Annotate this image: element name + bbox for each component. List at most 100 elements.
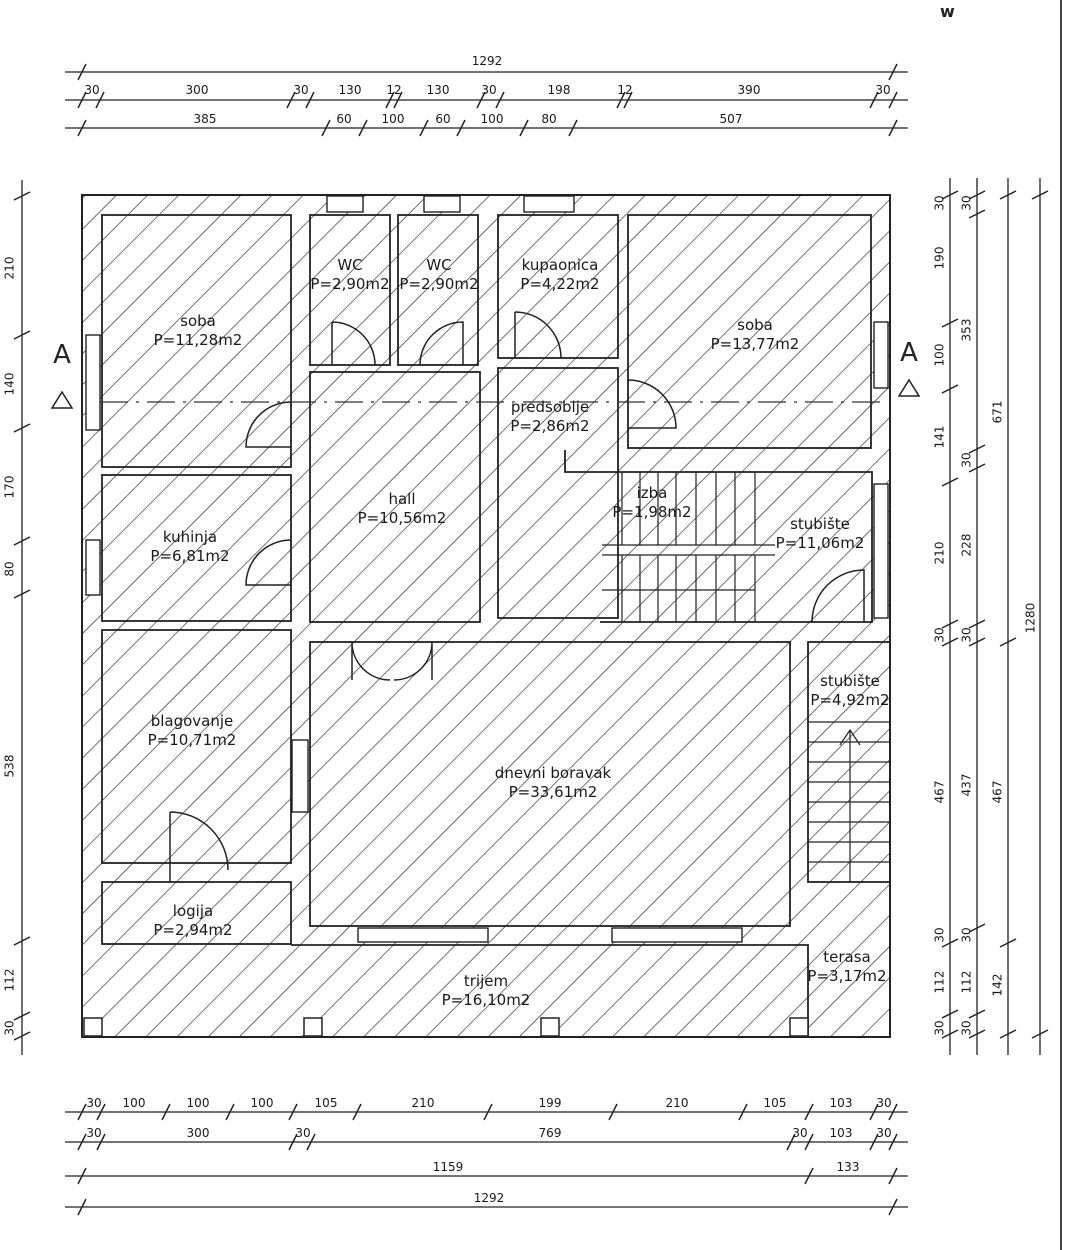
dim-value: 30 xyxy=(932,927,947,943)
dimension-lines-right xyxy=(949,178,1041,1055)
dim-value: 141 xyxy=(932,425,947,449)
section-marker-left-icon xyxy=(50,390,74,409)
dim-value: 210 xyxy=(932,541,947,565)
dim-value: 12 xyxy=(617,83,633,97)
room-outlines xyxy=(101,214,891,1037)
section-marker-right-icon xyxy=(897,378,921,397)
dim-value: 30 xyxy=(932,195,947,211)
dim-value: 105 xyxy=(763,1096,787,1110)
dim-value: 30 xyxy=(932,627,947,643)
room-blagovanje xyxy=(101,629,292,864)
dim-value: 671 xyxy=(990,400,1005,424)
dim-value: 300 xyxy=(186,1126,210,1140)
dim-value: 467 xyxy=(990,780,1005,804)
room-dnevni-boravak xyxy=(309,641,791,927)
dim-value: 385 xyxy=(193,112,217,126)
room-kupaonica xyxy=(497,214,619,359)
dim-value: 103 xyxy=(829,1096,853,1110)
dim-value: 507 xyxy=(719,112,743,126)
dim-value: 140 xyxy=(2,372,17,396)
dim-value: 105 xyxy=(314,1096,338,1110)
dim-value: 228 xyxy=(959,533,974,557)
dimension-lines-bottom xyxy=(65,1111,908,1208)
dim-value: 30 xyxy=(481,83,497,97)
dim-value: 112 xyxy=(2,968,17,992)
dimension-ticks-top xyxy=(77,63,898,137)
dim-value: 100 xyxy=(186,1096,210,1110)
dim-value: 30 xyxy=(959,927,974,943)
dim-value: 170 xyxy=(2,475,17,499)
dim-value: 30 xyxy=(86,1126,102,1140)
dim-value: 30 xyxy=(959,452,974,468)
dim-value: 210 xyxy=(2,256,17,280)
dim-value: 12 xyxy=(386,83,402,97)
dim-value: 60 xyxy=(435,112,451,126)
dimension-ticks-right xyxy=(941,190,1049,1039)
dim-value: 112 xyxy=(932,970,947,994)
dim-value: 142 xyxy=(990,973,1005,997)
dim-value: 198 xyxy=(547,83,571,97)
section-label-left: A xyxy=(53,340,71,370)
dim-value: 353 xyxy=(959,318,974,342)
dim-value: 133 xyxy=(836,1160,860,1174)
room-trijem xyxy=(291,944,809,1037)
dim-value: 30 xyxy=(2,1020,17,1036)
doors xyxy=(169,311,865,882)
dim-value: 30 xyxy=(293,83,309,97)
dim-value: 538 xyxy=(2,754,17,778)
dim-value: 100 xyxy=(381,112,405,126)
dim-value: 30 xyxy=(875,83,891,97)
dim-value: 100 xyxy=(122,1096,146,1110)
dimension-lines-top xyxy=(65,71,908,129)
dim-value: 130 xyxy=(426,83,450,97)
room-kuhinja xyxy=(101,474,292,622)
dim-value: 30 xyxy=(84,83,100,97)
room-soba-left xyxy=(101,214,292,468)
dim-value: 30 xyxy=(932,1020,947,1036)
dim-value: 100 xyxy=(480,112,504,126)
dim-value: 30 xyxy=(959,195,974,211)
dim-value: 210 xyxy=(411,1096,435,1110)
dim-top-total: 1292 xyxy=(471,54,503,68)
sheet-border xyxy=(1060,0,1062,1250)
dimension-ticks-left xyxy=(13,191,31,1041)
dim-value: 30 xyxy=(876,1126,892,1140)
windows xyxy=(85,195,889,943)
dim-value: 80 xyxy=(541,112,557,126)
room-stubiste-large xyxy=(564,450,873,623)
dim-value: 1159 xyxy=(432,1160,464,1174)
room-logija xyxy=(101,881,292,945)
dim-value: 30 xyxy=(792,1126,808,1140)
dim-value: 100 xyxy=(932,343,947,367)
dim-value: 769 xyxy=(538,1126,562,1140)
dim-value: 30 xyxy=(295,1126,311,1140)
dimension-ticks-bottom xyxy=(77,1103,898,1216)
dim-value: 437 xyxy=(959,773,974,797)
dim-value: 390 xyxy=(737,83,761,97)
dim-value: 103 xyxy=(829,1126,853,1140)
north-marker: w xyxy=(940,2,955,21)
room-soba-right xyxy=(627,214,872,449)
dim-value: 190 xyxy=(932,246,947,270)
dim-value: 30 xyxy=(86,1096,102,1110)
columns xyxy=(83,1017,809,1037)
dim-value: 30 xyxy=(959,1020,974,1036)
dim-value: 80 xyxy=(2,561,17,577)
dim-value: 300 xyxy=(185,83,209,97)
dim-value: 210 xyxy=(665,1096,689,1110)
